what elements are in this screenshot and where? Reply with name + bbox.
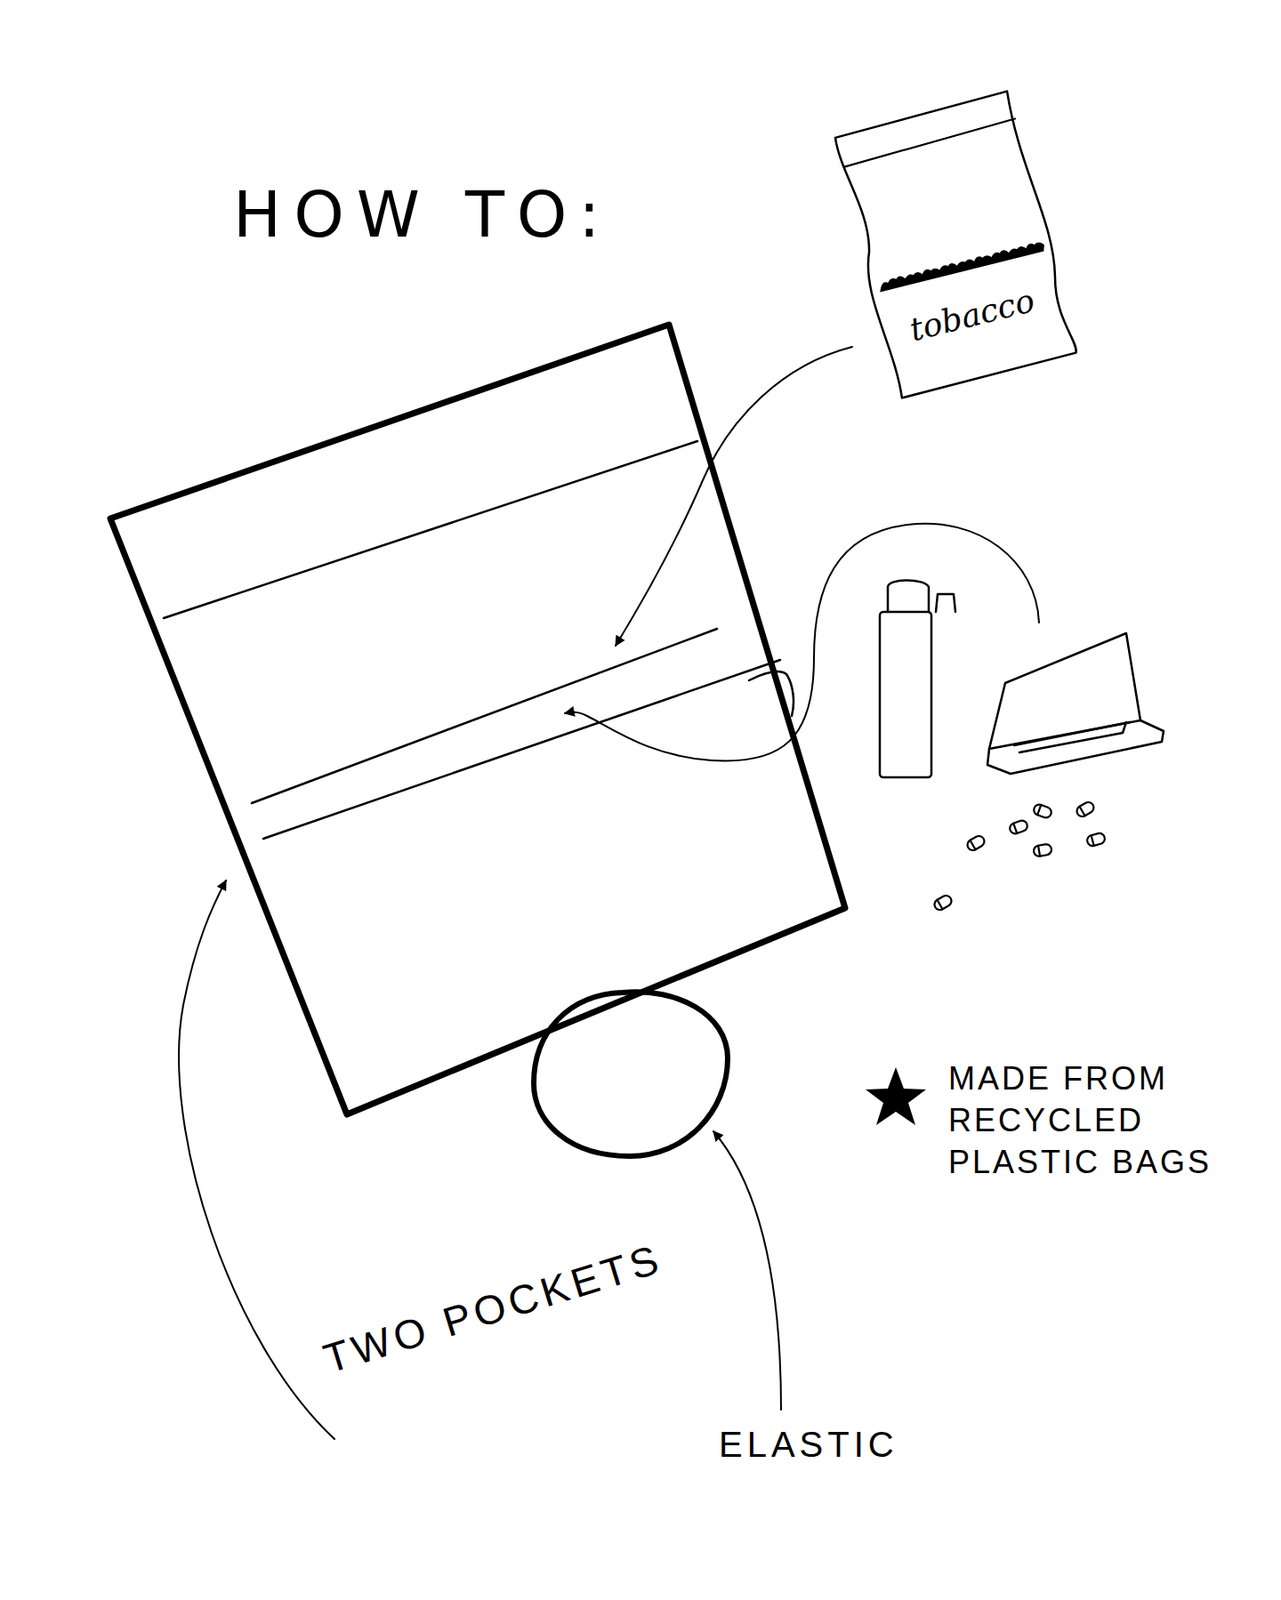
pouch-outline: [110, 324, 846, 1115]
rolling-papers: [987, 633, 1164, 774]
note-text: MADE FROM RECYCLED PLASTIC BAGS: [948, 1058, 1265, 1184]
title: HOW TO:: [233, 182, 613, 247]
leader-arrow: [615, 346, 853, 646]
tobacco-fill: [878, 241, 1046, 291]
leader-arrow: [713, 1131, 782, 1410]
tobacco-bag: tobacco: [830, 88, 1080, 402]
bag-body: [831, 89, 1079, 399]
bag-outline: [830, 88, 1080, 402]
star-symbol: [865, 1067, 927, 1126]
pocket-line: [251, 628, 718, 804]
lighter: [879, 580, 956, 779]
elastic-loop: [533, 991, 728, 1157]
leader-arrow: [564, 523, 1040, 762]
leader-arrow: [178, 880, 335, 1440]
filter-tips: [932, 800, 1106, 912]
pocket-line: [163, 441, 698, 619]
pocket-line: [263, 660, 781, 839]
pouch-tab: [749, 671, 794, 717]
elastic-label: ELASTIC: [718, 1426, 899, 1463]
bag-seal: [843, 118, 1018, 167]
pocket-label: TWO POCKETS: [319, 1238, 668, 1380]
